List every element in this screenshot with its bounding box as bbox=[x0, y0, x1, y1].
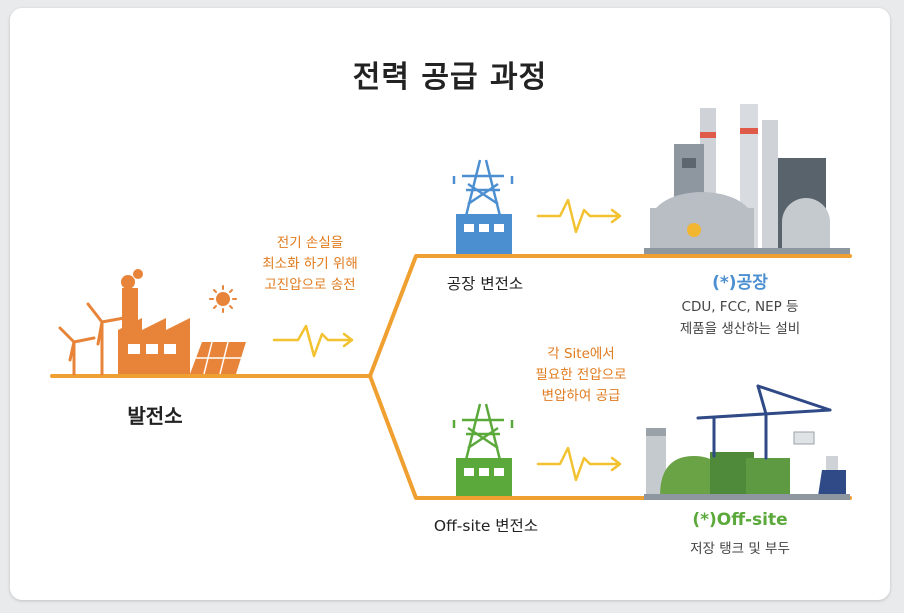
note-line: 변압하여 공급 bbox=[541, 388, 621, 404]
offsite-destination-label: (*)Off-site bbox=[692, 510, 788, 530]
pulse-arrow-icon bbox=[536, 446, 622, 482]
voltage-note: 각 Site에서 필요한 전압으로 변압하여 공급 bbox=[506, 344, 656, 407]
pulse-arrow-icon bbox=[536, 198, 622, 234]
diagram-card: 전력 공급 과정 발전소 전기 손실을 최소화 하기 위해 고진압으로 송전 공… bbox=[10, 8, 890, 600]
factory-destination-label: (*)공장 bbox=[712, 273, 768, 293]
desc-line: 저장 탱크 및 부두 bbox=[690, 541, 790, 557]
note-line: 필요한 전압으로 bbox=[535, 367, 627, 383]
desc-line: CDU, FCC, NEP 등 bbox=[681, 299, 799, 315]
offsite-substation-label: Off-site 변전소 bbox=[433, 517, 539, 535]
power-supply-illustration bbox=[50, 104, 852, 500]
pulse-arrow-icon bbox=[272, 324, 354, 358]
offsite-destination-desc: 저장 탱크 및 부두 bbox=[650, 538, 830, 560]
note-line: 각 Site에서 bbox=[547, 346, 615, 362]
page-title: 전력 공급 과정 bbox=[352, 60, 548, 95]
factory-destination-desc: CDU, FCC, NEP 등 제품을 생산하는 설비 bbox=[650, 296, 830, 340]
power-plant-label: 발전소 bbox=[127, 404, 183, 428]
factory-substation-icon bbox=[452, 159, 514, 254]
transmission-note: 전기 손실을 최소화 하기 위해 고진압으로 송전 bbox=[240, 233, 380, 296]
note-line: 고진압으로 송전 bbox=[264, 277, 356, 293]
note-line: 전기 손실을 bbox=[276, 235, 344, 251]
desc-line: 제품을 생산하는 설비 bbox=[679, 321, 801, 337]
factory-substation-label: 공장 변전소 bbox=[446, 275, 524, 293]
port-and-tanks-icon bbox=[644, 384, 850, 500]
offsite-substation-icon bbox=[452, 403, 514, 496]
power-plant-icon bbox=[58, 269, 246, 376]
note-line: 최소화 하기 위해 bbox=[262, 256, 358, 272]
refinery-icon bbox=[644, 104, 850, 254]
